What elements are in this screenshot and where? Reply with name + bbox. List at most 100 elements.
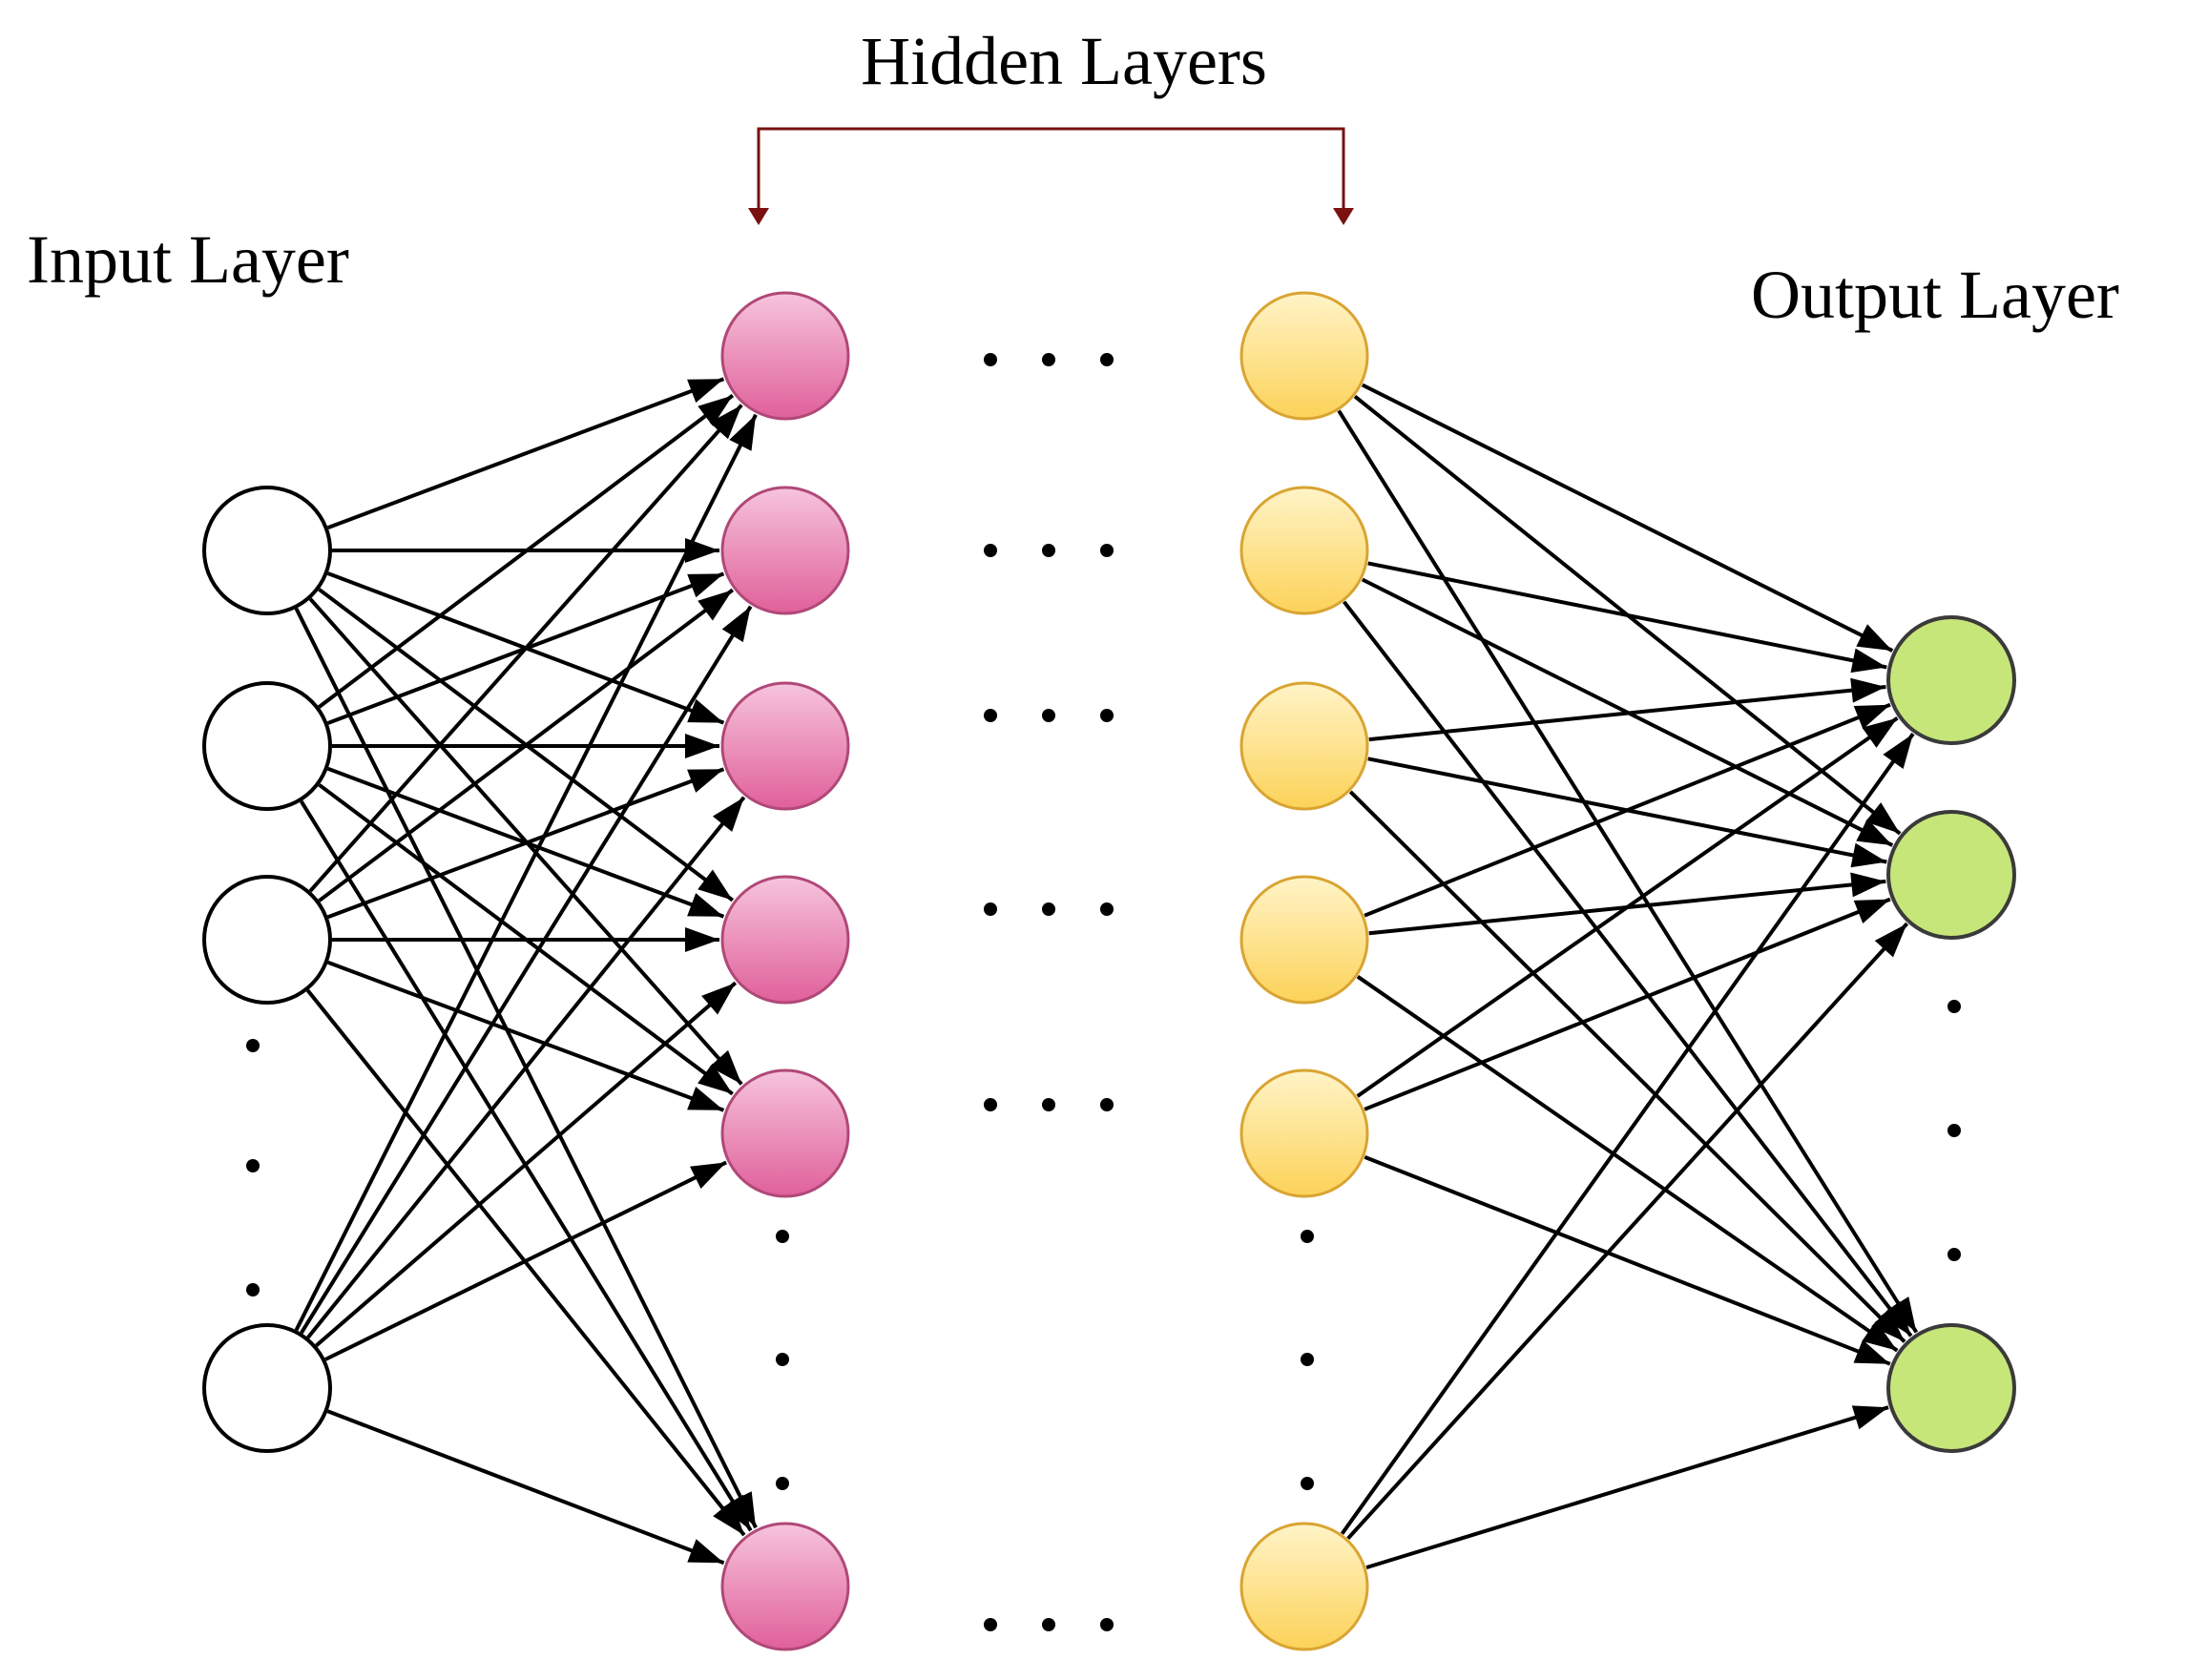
edge-input1-hidden5-arrowhead — [709, 1049, 742, 1085]
edge-input4-hidden4 — [315, 981, 738, 1348]
hidden-first-node-1 — [720, 291, 850, 421]
edge-hidden2-output3-arrowhead — [1880, 1300, 1911, 1337]
horizontal-dot-row3-1 — [984, 709, 997, 722]
output-node-3 — [1886, 1323, 2016, 1453]
output-vertical-dot-2 — [1947, 1124, 1961, 1137]
edge-input1-hidden4-arrowhead — [698, 869, 733, 901]
edge-hidden1-output2-arrowhead — [1865, 802, 1901, 834]
edge-input4-hidden3-arrowhead — [712, 797, 744, 832]
edge-input4-hidden1 — [294, 413, 758, 1332]
input-node-3 — [202, 875, 332, 1005]
input-vertical-dot-2 — [246, 1159, 260, 1172]
horizontal-dot-row1-2 — [1042, 353, 1055, 366]
edge-input3-hidden3-arrowhead — [687, 769, 724, 793]
edge-hidden5-output2-arrowhead — [1853, 899, 1890, 923]
edge-input4-hidden1-arrowhead — [729, 414, 757, 451]
edge-hidden3-output2-arrowhead — [1850, 842, 1887, 868]
edge-hidden6-output2-arrowhead — [1874, 923, 1907, 958]
edge-hidden4-output3-arrowhead — [1862, 1320, 1898, 1351]
input-vertical-dot-1 — [246, 1039, 260, 1052]
hidden-first-node-2 — [720, 486, 850, 615]
horizontal-dot-row3-3 — [1100, 709, 1114, 722]
horizontal-dot-row2-3 — [1100, 544, 1114, 557]
hidden-first-vertical-dot-1 — [776, 1230, 789, 1243]
edge-input1-hidden2-arrowhead — [685, 538, 719, 563]
edge-hidden4-output1-arrowhead — [1853, 704, 1890, 730]
edge-input3-hidden1-arrowhead — [709, 404, 742, 440]
hidden-last-node-6 — [1239, 1522, 1369, 1651]
horizontal-dot-row6-1 — [984, 1618, 997, 1631]
edge-input3-hidden3 — [326, 767, 725, 920]
output-node-2 — [1886, 810, 2016, 940]
edge-hidden3-output3-arrowhead — [1871, 1308, 1905, 1342]
hidden-last-node-3 — [1239, 681, 1369, 811]
edge-input2-hidden1 — [318, 393, 735, 709]
hidden-first-vertical-dot-3 — [776, 1477, 789, 1490]
hidden-first-node-3 — [720, 681, 850, 811]
output-layer-label: Output Layer — [1751, 257, 2119, 333]
horizontal-dot-row5-1 — [984, 1098, 997, 1111]
edge-input3-hidden4-arrowhead — [685, 927, 719, 952]
hidden-last-vertical-dot-1 — [1301, 1230, 1314, 1243]
edge-hidden1-output3 — [1337, 409, 1919, 1334]
edge-hidden1-output1-arrowhead — [1856, 624, 1893, 652]
bracket-arrow-2 — [1333, 208, 1354, 225]
edge-hidden5-output1 — [1356, 716, 1899, 1098]
output-vertical-dot-1 — [1947, 1000, 1961, 1013]
input-node-1 — [202, 486, 332, 615]
edge-input2-hidden5-arrowhead — [698, 1063, 733, 1094]
edge-input4-hidden2 — [300, 605, 753, 1335]
edge-hidden2-output1-arrowhead — [1850, 648, 1887, 674]
hidden-last-vertical-dot-3 — [1301, 1477, 1314, 1490]
horizontal-dot-row1-3 — [1100, 353, 1114, 366]
edge-input1-hidden1-arrowhead — [687, 379, 724, 404]
edge-input2-hidden3-arrowhead — [685, 734, 719, 758]
edge-hidden5-output3 — [1364, 1155, 1891, 1366]
edge-input3-hidden2 — [318, 588, 735, 902]
output-node-1 — [1886, 615, 2016, 745]
edge-hidden5-output1-arrowhead — [1862, 717, 1898, 748]
edge-hidden4-output3 — [1356, 975, 1899, 1353]
edge-input4-hidden6-arrowhead — [687, 1539, 724, 1564]
input-node-4 — [202, 1323, 332, 1453]
connection-edges — [294, 377, 1919, 1570]
edge-input4-hidden3 — [306, 796, 746, 1339]
edge-input3-hidden6-arrowhead — [713, 1500, 744, 1536]
edge-input4-hidden6 — [326, 1409, 725, 1566]
hidden-first-node-4 — [720, 875, 850, 1005]
input-vertical-dot-3 — [246, 1283, 260, 1296]
hidden-layers-label: Hidden Layers — [861, 23, 1267, 99]
edge-hidden5-output2 — [1364, 897, 1891, 1111]
bracket-line — [757, 127, 1345, 212]
edge-hidden2-output2-arrowhead — [1856, 819, 1893, 846]
edge-input2-hidden2-arrowhead — [687, 573, 724, 598]
edge-hidden1-output1 — [1361, 383, 1894, 653]
hidden-last-node-2 — [1239, 486, 1369, 615]
input-layer-label: Input Layer — [27, 221, 349, 298]
edge-hidden6-output3-arrowhead — [1851, 1405, 1888, 1430]
edge-input3-hidden1 — [308, 404, 743, 893]
edge-input3-hidden2-arrowhead — [698, 590, 733, 621]
edge-hidden6-output1 — [1340, 733, 1915, 1535]
ellipsis-dots — [246, 353, 1961, 1631]
edge-hidden4-output2-arrowhead — [1850, 872, 1886, 898]
horizontal-dot-row5-3 — [1100, 1098, 1114, 1111]
horizontal-dot-row5-2 — [1042, 1098, 1055, 1111]
edge-hidden6-output3 — [1365, 1405, 1889, 1570]
horizontal-dot-row1-1 — [984, 353, 997, 366]
horizontal-dot-row4-1 — [984, 902, 997, 916]
horizontal-dot-row6-2 — [1042, 1618, 1055, 1631]
edge-input1-hidden1 — [326, 377, 725, 529]
edge-hidden4-output1 — [1364, 702, 1891, 918]
network-nodes — [202, 291, 2016, 1651]
horizontal-dot-row4-2 — [1042, 902, 1055, 916]
edge-hidden2-output1 — [1367, 561, 1887, 670]
edge-hidden2-output3 — [1343, 600, 1913, 1338]
edge-input1-hidden3-arrowhead — [687, 698, 724, 723]
edge-input3-hidden5 — [326, 960, 725, 1112]
hidden-first-node-6 — [720, 1522, 850, 1651]
horizontal-dot-row3-2 — [1042, 709, 1055, 722]
input-node-2 — [202, 681, 332, 811]
output-vertical-dot-3 — [1947, 1248, 1961, 1261]
